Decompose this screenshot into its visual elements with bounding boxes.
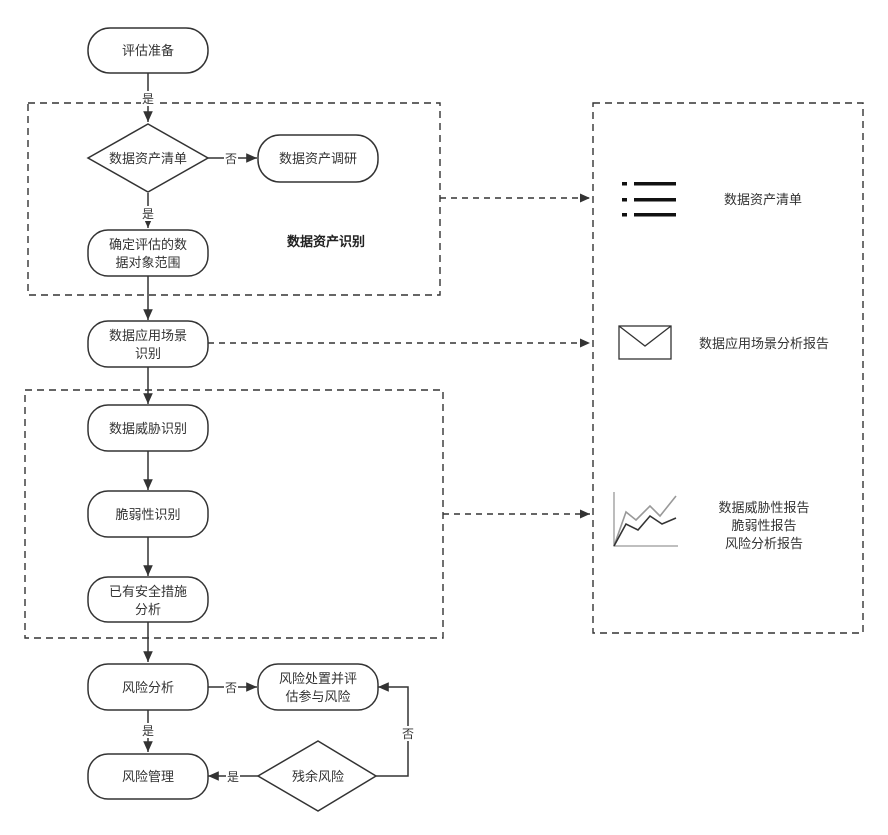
node-asset-survey-label: 数据资产调研 (279, 152, 357, 167)
node-risk-management-label: 风险管理 (122, 770, 174, 785)
node-risk-analysis[interactable] (87, 663, 209, 711)
edge-label-no-1: 否 (225, 152, 237, 166)
node-threat-identify-label: 数据威胁识别 (109, 422, 187, 437)
node-measures-analysis[interactable] (87, 576, 209, 623)
node-residual-risk[interactable] (256, 740, 378, 812)
edge-label-yes-1: 是 (142, 92, 154, 106)
edge-label-no-2: 否 (225, 681, 237, 695)
node-determine-scope-label-2: 据对象范围 (115, 256, 180, 271)
edge-label-yes-4: 是 (227, 770, 239, 784)
edge-label-yes-2: 是 (142, 207, 154, 221)
edge-label-no-3: 否 (402, 727, 414, 741)
node-vuln-identify-label: 脆弱性识别 (115, 507, 180, 523)
outputs-panel (592, 102, 864, 634)
node-threat-identify[interactable] (87, 404, 209, 452)
node-start[interactable] (87, 27, 209, 74)
node-risk-management[interactable] (87, 753, 209, 800)
output-inventory-label: 数据资产清单 (724, 193, 802, 208)
node-measures-analysis-label-1: 已有安全措施 (109, 584, 187, 600)
node-asset-survey[interactable] (257, 134, 379, 183)
envelope-icon (618, 325, 672, 360)
asset-identification-group (27, 102, 441, 296)
node-inventory-check[interactable] (86, 123, 210, 193)
output-scenario-report-label: 数据应用场景分析报告 (699, 336, 829, 352)
node-risk-treatment-label-1: 风险处置并评 (279, 672, 357, 687)
list-icon (622, 182, 676, 217)
node-residual-risk-label: 残余风险 (292, 769, 344, 785)
node-scenario-identify[interactable] (87, 320, 209, 368)
node-vuln-identify[interactable] (87, 490, 209, 538)
node-start-label: 评估准备 (122, 43, 174, 59)
node-measures-analysis-label-2: 分析 (135, 603, 161, 618)
output-report-3-label: 风险分析报告 (725, 537, 803, 552)
node-scenario-identify-label-2: 识别 (135, 347, 161, 362)
output-report-1-label: 数据威胁性报告 (718, 501, 809, 516)
node-risk-analysis-label: 风险分析 (122, 681, 174, 696)
node-determine-scope[interactable] (87, 229, 209, 277)
output-report-2-label: 脆弱性报告 (731, 518, 796, 534)
node-risk-treatment[interactable] (257, 663, 379, 711)
node-inventory-check-label: 数据资产清单 (109, 152, 187, 167)
node-determine-scope-label-1: 确定评估的数 (109, 237, 187, 253)
node-risk-treatment-label-2: 估参与风险 (285, 689, 350, 705)
node-scenario-identify-label-1: 数据应用场景 (109, 328, 187, 344)
line-chart-icon (613, 492, 678, 547)
group-label: 数据资产识别 (287, 234, 365, 250)
edge-label-yes-3: 是 (142, 724, 154, 738)
